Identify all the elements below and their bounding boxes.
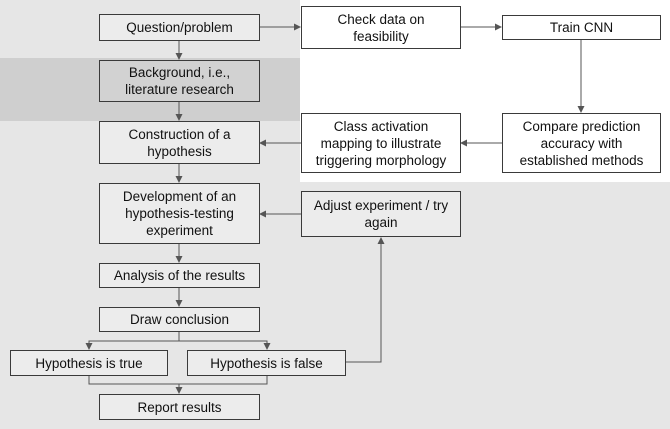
node-experiment: Development of an hypothesis-testing exp… (99, 183, 260, 244)
node-analysis: Analysis of the results (99, 263, 260, 288)
node-hypothesis-false: Hypothesis is false (187, 350, 346, 376)
edge-outcomes-report (88, 376, 268, 385)
node-background: Background, i.e., literature research (99, 60, 260, 102)
edge-false-adjust (346, 237, 385, 363)
node-check-data: Check data on feasibility (301, 6, 461, 49)
node-cam: Class activation mapping to illustrate t… (301, 113, 461, 173)
node-question: Question/problem (99, 14, 260, 41)
edge-conclusion-false (179, 340, 268, 349)
node-conclusion: Draw conclusion (99, 307, 260, 332)
node-hypothesis-true: Hypothesis is true (10, 350, 168, 376)
node-adjust: Adjust experiment / try again (301, 191, 461, 237)
node-report: Report results (99, 394, 260, 420)
node-compare: Compare prediction accuracy with establi… (502, 113, 661, 173)
node-hypothesis: Construction of a hypothesis (99, 121, 260, 164)
edge-conclusion-outcomes (85, 332, 180, 350)
node-train-cnn: Train CNN (502, 15, 661, 40)
